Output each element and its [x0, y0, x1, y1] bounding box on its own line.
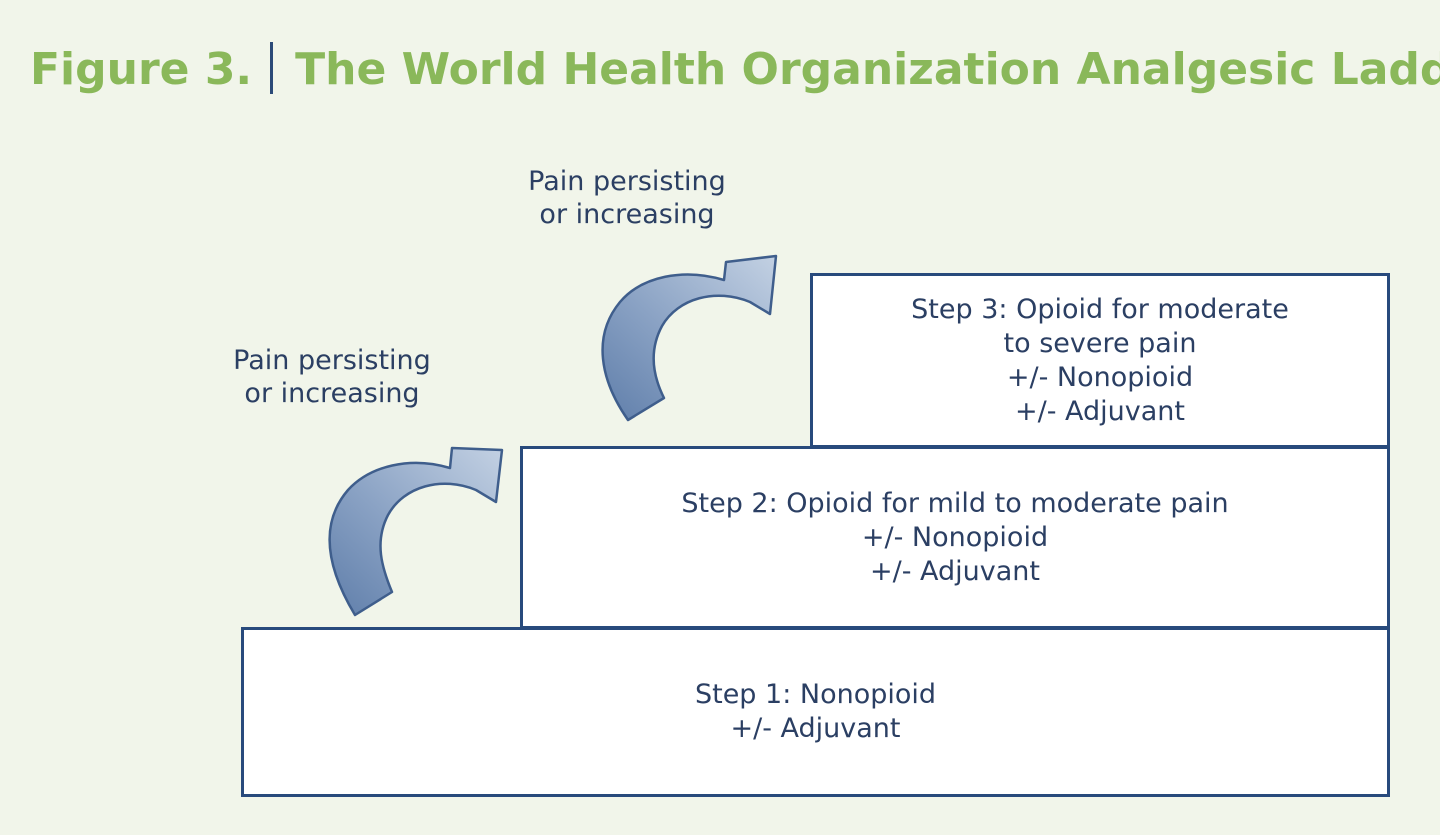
transition-2-line-1: Pain persisting — [528, 166, 726, 197]
step-3-line-2: to severe pain — [1003, 327, 1197, 359]
figure-title: Figure 3. The World Health Organization A… — [30, 40, 1440, 100]
transition-1-line-1: Pain persisting — [233, 345, 431, 376]
title-separator — [270, 42, 274, 94]
step-3-line-3: +/- Nonopioid — [1006, 361, 1194, 393]
step-2-line-2: +/- Nonopioid — [861, 521, 1049, 553]
step-3-box: Step 3: Opioid for moderate to severe pa… — [810, 273, 1390, 448]
transition-1-label: Pain persisting or increasing — [222, 344, 442, 410]
transition-2-line-2: or increasing — [539, 199, 715, 230]
transition-2-label: Pain persisting or increasing — [517, 165, 737, 231]
curved-arrow-icon — [328, 446, 504, 617]
curved-arrow-icon — [601, 254, 778, 422]
step-1-line-2: +/- Adjuvant — [730, 713, 901, 744]
step-2-box: Step 2: Opioid for mild to moderate pain… — [520, 446, 1390, 629]
figure-label: Figure 3. — [30, 44, 253, 95]
transition-1-line-2: or increasing — [244, 378, 420, 409]
step-2-line-3: +/- Adjuvant — [869, 555, 1040, 587]
step-1-box: Step 1: Nonopioid +/- Adjuvant — [241, 627, 1390, 797]
figure-heading: The World Health Organization Analgesic … — [295, 44, 1440, 95]
step-1-line-1: Step 1: Nonopioid — [694, 679, 937, 710]
step-3-line-1: Step 3: Opioid for moderate — [911, 293, 1289, 325]
step-2-line-1: Step 2: Opioid for mild to moderate pain — [681, 487, 1229, 519]
step-3-line-4: +/- Adjuvant — [1014, 395, 1185, 427]
